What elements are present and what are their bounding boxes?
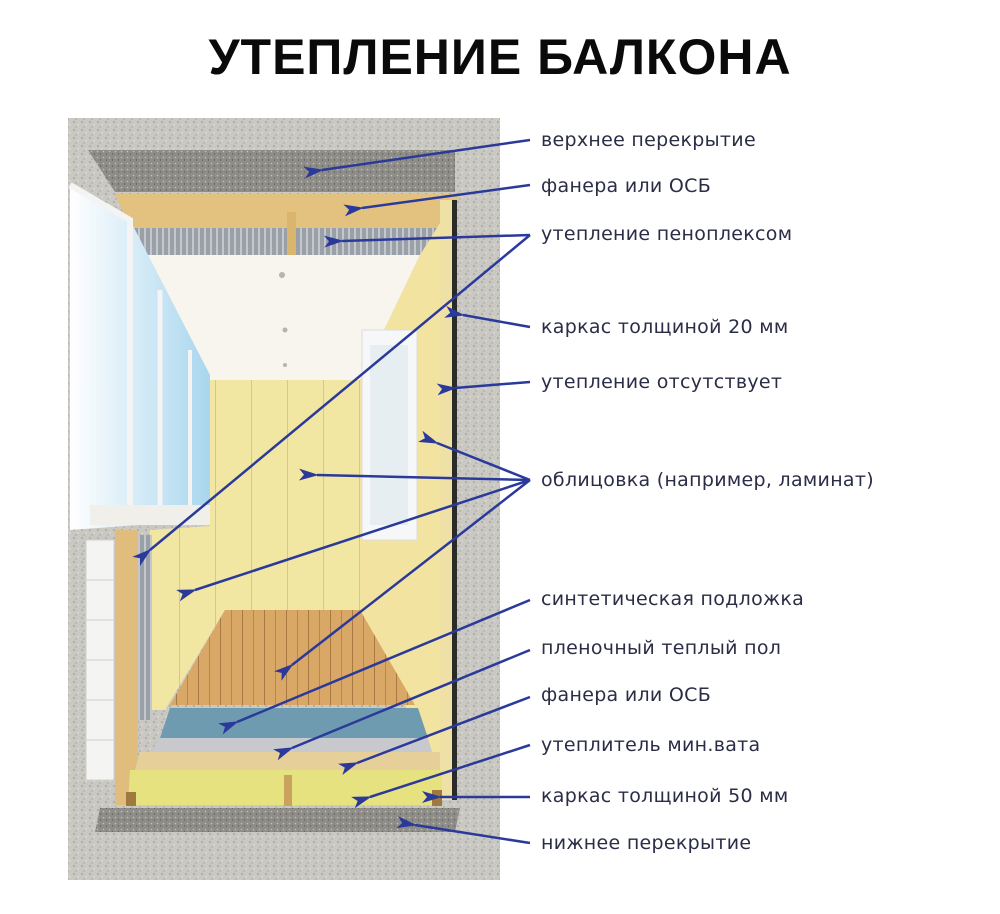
label-frame-50: каркас толщиной 50 мм <box>541 785 789 807</box>
window-glazing <box>70 185 210 530</box>
arrow-cladding-floor <box>274 479 531 681</box>
back-wall-cladding <box>210 380 360 610</box>
bottom-slab <box>95 808 460 832</box>
label-top-slab: верхнее перекрытие <box>541 129 756 151</box>
laminate-floor <box>170 610 415 705</box>
floor-plywood <box>135 752 440 770</box>
right-wall-concrete <box>455 150 500 840</box>
parapet-bricks <box>85 539 115 781</box>
synthetic-underlay <box>160 708 428 738</box>
arrow-top-slab <box>303 138 531 179</box>
arrow-top-plywood <box>343 183 531 217</box>
arrow-bottom-plywood <box>338 695 531 776</box>
ceiling-panels <box>145 255 420 380</box>
top-slab <box>88 150 470 192</box>
label-bottom-plywood: фанера или ОСБ <box>541 684 712 706</box>
arrow-penoplex-ceiling <box>323 233 531 248</box>
label-frame-20: каркас толщиной 20 мм <box>541 316 789 338</box>
arrow-no-insulation <box>436 380 531 396</box>
callout-arrows <box>132 138 531 845</box>
page-title: УТЕПЛЕНИЕ БАЛКОНА <box>208 29 792 85</box>
arrow-cladding-right <box>418 430 531 482</box>
arrow-cladding-left <box>176 478 531 602</box>
left-penoplex <box>138 535 152 720</box>
arrow-frame-20 <box>444 305 531 329</box>
arrow-penoplex-wall <box>132 234 531 567</box>
arrow-bottom-slab <box>396 816 531 845</box>
label-no-insulation: утепление отсутствует <box>541 371 783 393</box>
label-penoplex: утепление пеноплексом <box>541 223 793 245</box>
label-synthetic-underlay: синтетическая подложка <box>541 588 805 610</box>
arrow-cladding-back <box>298 468 531 482</box>
arrow-film-heating <box>273 648 531 761</box>
label-top-plywood: фанера или ОСБ <box>541 175 712 197</box>
arrow-underlay <box>218 598 531 735</box>
arrow-mineral-wool <box>351 743 531 809</box>
label-film-heating: пленочный теплый пол <box>541 637 782 659</box>
label-cladding: облицовка (например, ламинат) <box>541 469 874 491</box>
top-plywood <box>115 194 460 228</box>
label-bottom-slab: нижнее перекрытие <box>541 832 752 854</box>
label-mineral-wool: утеплитель мин.вата <box>541 734 761 756</box>
film-heating <box>152 738 432 752</box>
left-wall-cladding <box>150 525 225 710</box>
